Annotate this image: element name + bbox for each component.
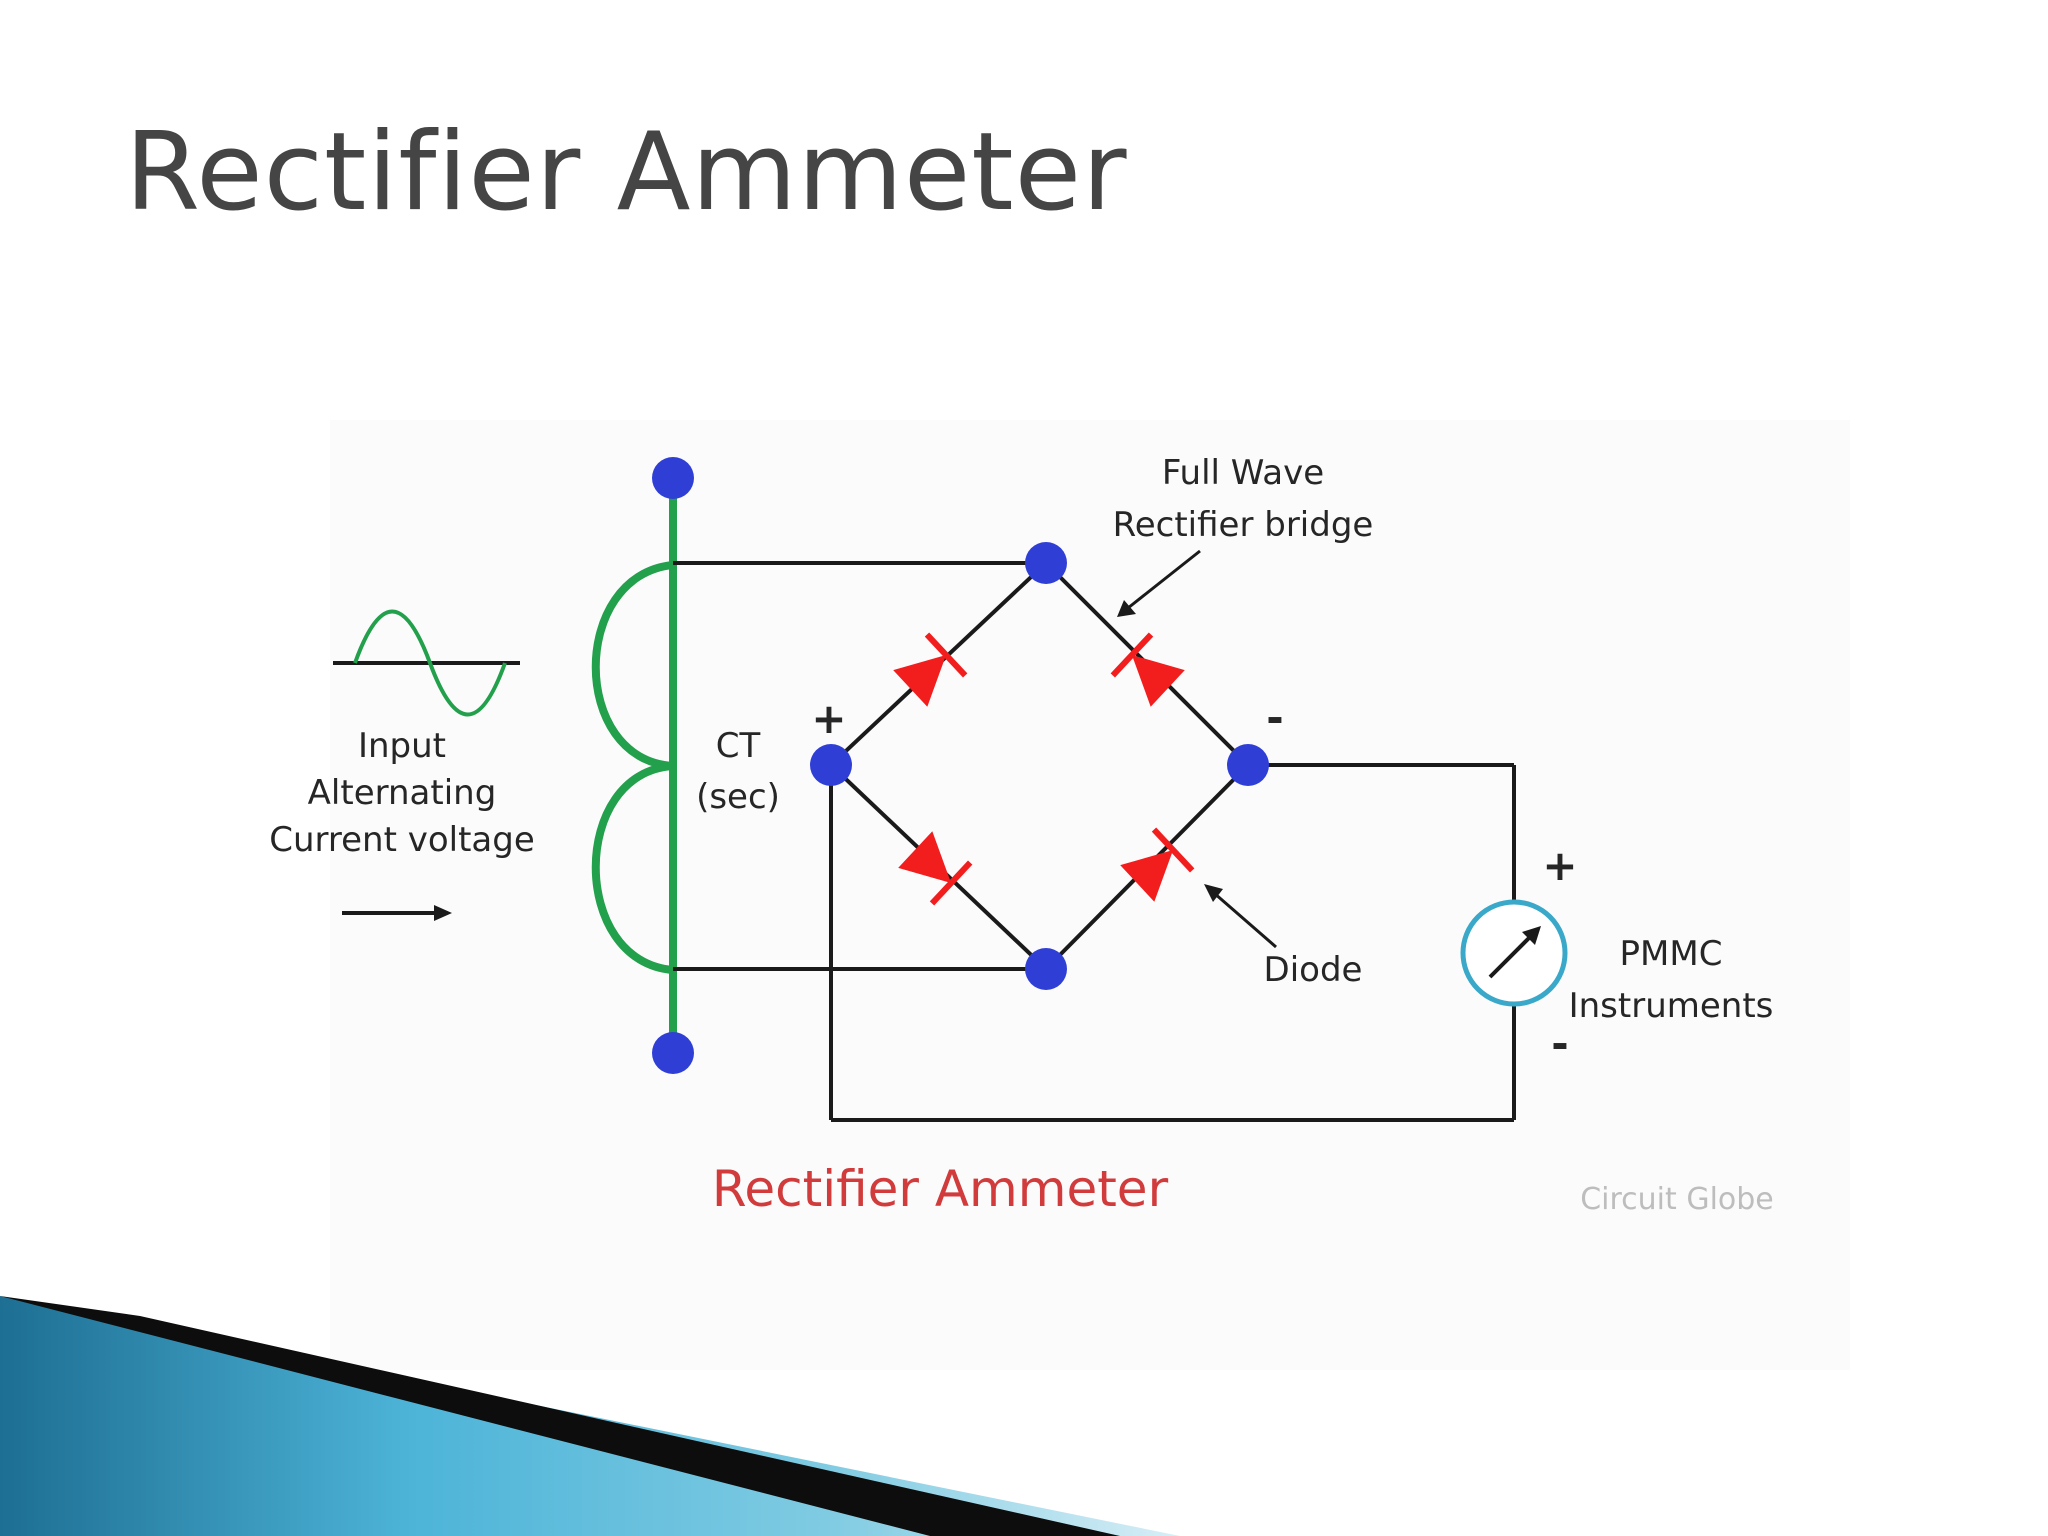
input-direction-arrow-icon bbox=[342, 905, 452, 921]
input-label-line1: Input bbox=[358, 726, 446, 766]
bridge-plus-sign: + bbox=[811, 694, 846, 743]
diode-icon bbox=[1110, 632, 1185, 707]
diagram-caption: Rectifier Ammeter bbox=[712, 1160, 1169, 1218]
node bbox=[652, 457, 694, 499]
diode-icon bbox=[1120, 827, 1195, 902]
diode-icon bbox=[898, 831, 973, 906]
node bbox=[1025, 948, 1067, 990]
circuit-nodes bbox=[652, 457, 1269, 1074]
diagram-background bbox=[330, 420, 1850, 1370]
bridge-minus-sign: - bbox=[1266, 693, 1283, 742]
bridge-pointer-arrow-icon bbox=[1117, 549, 1201, 617]
ct-label-line2: (sec) bbox=[696, 777, 780, 817]
meter-plus-sign: + bbox=[1542, 841, 1577, 890]
slide-title: Rectifier Ammeter bbox=[125, 110, 1128, 235]
source-credit: Circuit Globe bbox=[1580, 1182, 1774, 1217]
ct-label-line1: CT bbox=[716, 726, 761, 766]
input-label-line2: Alternating bbox=[308, 773, 497, 813]
pmmc-meter-icon bbox=[1460, 899, 1568, 1007]
ac-input-sine-icon bbox=[333, 609, 520, 717]
ct-coil-icon bbox=[591, 561, 674, 974]
diode-pointer-arrow-icon bbox=[1204, 884, 1277, 949]
diode-label: Diode bbox=[1264, 950, 1363, 990]
node bbox=[1025, 542, 1067, 584]
node bbox=[1227, 744, 1269, 786]
node bbox=[652, 1032, 694, 1074]
bridge-label-line2: Rectifier bridge bbox=[1113, 505, 1374, 545]
input-label-line3: Current voltage bbox=[269, 820, 535, 860]
pmmc-label-line1: PMMC bbox=[1620, 934, 1723, 974]
diode-icon bbox=[893, 632, 968, 707]
decorative-accent-band bbox=[0, 1296, 1180, 1536]
node bbox=[810, 744, 852, 786]
bridge-label-line1: Full Wave bbox=[1162, 453, 1324, 493]
meter-minus-sign: - bbox=[1551, 1019, 1568, 1068]
pmmc-label-line2: Instruments bbox=[1569, 986, 1774, 1026]
